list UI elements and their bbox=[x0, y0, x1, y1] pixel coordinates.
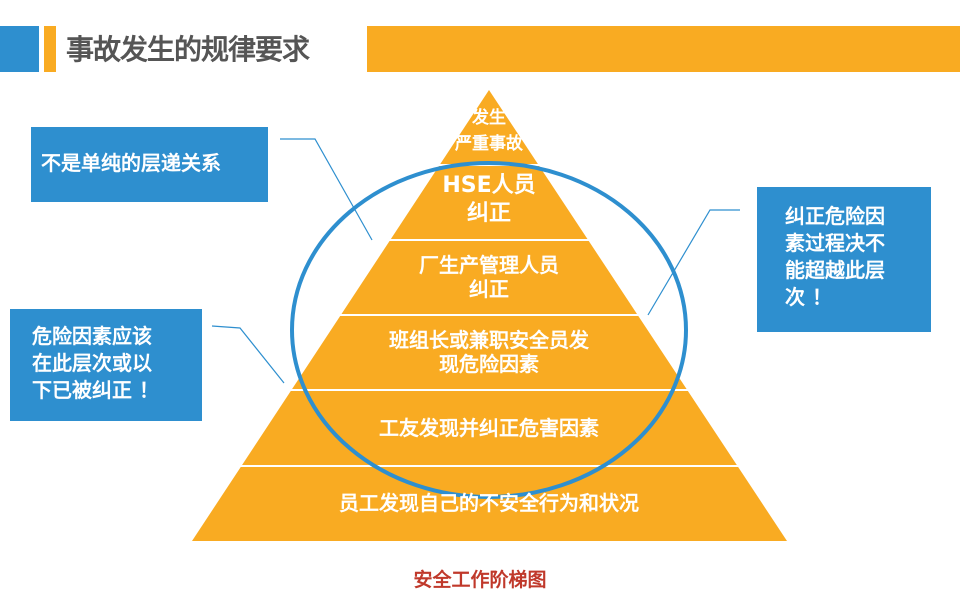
callout-line: 下已被纠正 ！ bbox=[32, 378, 159, 402]
diagram-caption: 安全工作阶梯图 bbox=[413, 569, 547, 591]
header-orange-bar bbox=[367, 26, 960, 72]
callout-text: 不是单纯的层递关系 bbox=[41, 151, 221, 175]
callout-line: 次 ！ bbox=[785, 285, 832, 309]
level-2-label: HSE人员纠正 bbox=[442, 173, 536, 226]
level-4-label: 班组长或兼职安全员发现危险因素 bbox=[389, 328, 589, 376]
level-5-label: 工友发现并纠正危害因素 bbox=[379, 416, 599, 440]
level-6-label: 员工发现自己的不安全行为和状况 bbox=[339, 491, 639, 515]
level-1-label: 发生严重事故 bbox=[455, 108, 523, 154]
header-blue-block bbox=[0, 26, 39, 72]
connector-lines bbox=[211, 138, 740, 384]
page-title: 事故发生的规律要求 bbox=[66, 33, 310, 66]
callout-line: 在此层次或以 bbox=[32, 351, 152, 375]
callout-not-simple: 不是单纯的层递关系 bbox=[31, 127, 268, 202]
level-3-label: 厂生产管理人员纠正 bbox=[419, 253, 559, 301]
callout-line: 危险因素应该 bbox=[32, 324, 152, 348]
header-orange-stripe bbox=[44, 26, 56, 72]
callout-line: 素过程决不 bbox=[785, 231, 885, 255]
callout-line: 纠正危险因 bbox=[785, 204, 885, 228]
callout-no-skip-level: 纠正危险因 素过程决不 能超越此层 次 ！ bbox=[757, 187, 931, 332]
callout-line: 能超越此层 bbox=[785, 258, 885, 282]
callout-hazards-corrected: 危险因素应该 在此层次或以 下已被纠正 ！ bbox=[10, 309, 202, 421]
highlight-ellipse bbox=[290, 161, 688, 499]
